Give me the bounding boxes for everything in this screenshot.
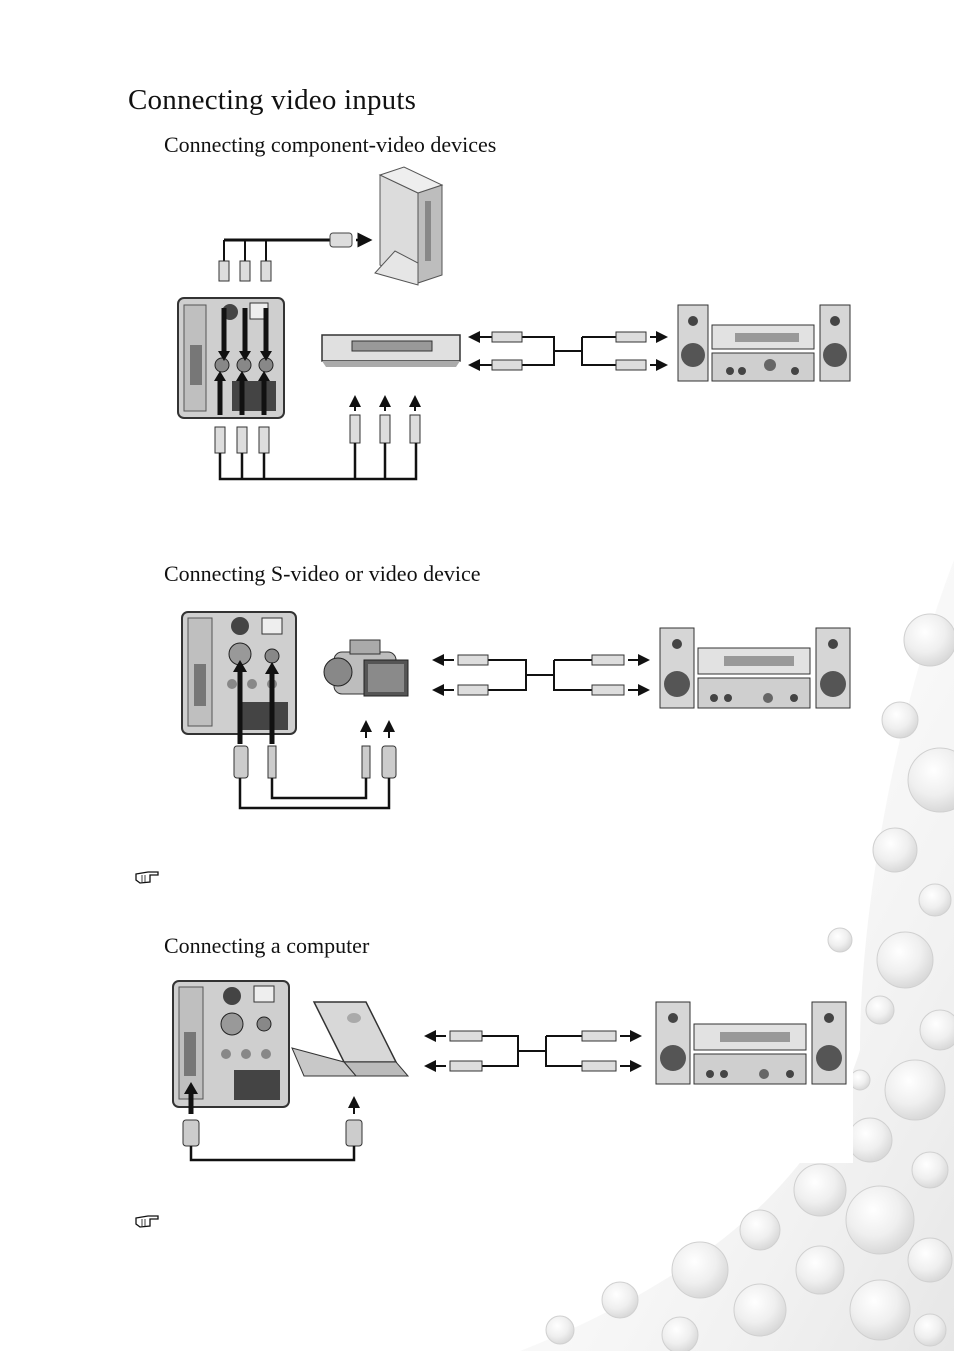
pointing-hand-icon: [135, 871, 159, 884]
diagram-computer: [170, 978, 853, 1163]
diagram-component-video: [177, 166, 851, 481]
diagram-s-video: [181, 611, 851, 810]
dvd-player-icon: [321, 334, 461, 367]
page-title: Connecting video inputs: [128, 84, 417, 116]
camcorder-icon: [323, 639, 409, 697]
stereo-system-icon: [659, 627, 851, 709]
stereo-system-icon: [655, 1001, 847, 1085]
set-top-box-icon: [374, 166, 444, 286]
scart-connector-icon: [329, 232, 373, 248]
stereo-system-icon: [677, 304, 851, 382]
projector-panel-icon: [177, 297, 285, 419]
section-heading-computer: Connecting a computer: [164, 933, 370, 958]
section-heading-s-video: Connecting S-video or video device: [164, 561, 481, 586]
projector-panel-icon: [172, 980, 290, 1108]
pointing-hand-icon: [135, 1215, 159, 1228]
laptop-icon: [291, 1001, 410, 1077]
section-heading-component-video: Connecting component-video devices: [164, 132, 497, 157]
